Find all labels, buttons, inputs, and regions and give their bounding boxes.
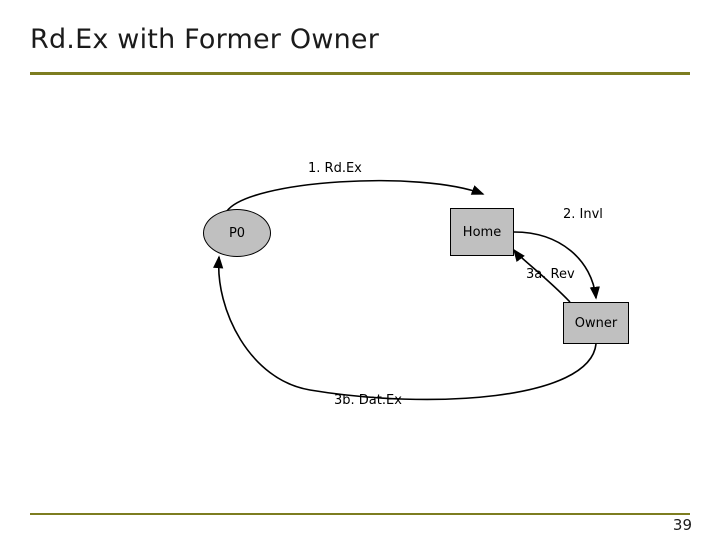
edge-label-datex: 3b. Dat.Ex bbox=[334, 393, 402, 408]
node-p0: P0 bbox=[203, 209, 271, 257]
protocol-diagram: P0 Home Owner 1. Rd.Ex 2. Invl 3a. Rev 3… bbox=[0, 80, 720, 500]
page-number: 39 bbox=[672, 516, 692, 534]
page-title: Rd.Ex with Former Owner bbox=[30, 24, 380, 55]
title-divider bbox=[30, 72, 690, 75]
edge-label-rdex: 1. Rd.Ex bbox=[308, 161, 362, 176]
node-p0-label: P0 bbox=[228, 225, 246, 241]
node-owner-label: Owner bbox=[574, 315, 618, 331]
diagram-edges bbox=[213, 179, 600, 401]
edge-rev bbox=[513, 248, 571, 303]
node-home-label: Home bbox=[462, 224, 502, 240]
node-home: Home bbox=[450, 208, 514, 256]
edge-invl bbox=[513, 231, 600, 300]
edge-label-invl: 2. Invl bbox=[563, 207, 603, 222]
footer-divider bbox=[30, 513, 690, 515]
edge-rdex bbox=[226, 179, 485, 212]
node-owner: Owner bbox=[563, 302, 629, 344]
edge-datex bbox=[213, 255, 597, 401]
edge-label-rev: 3a. Rev bbox=[526, 267, 575, 282]
